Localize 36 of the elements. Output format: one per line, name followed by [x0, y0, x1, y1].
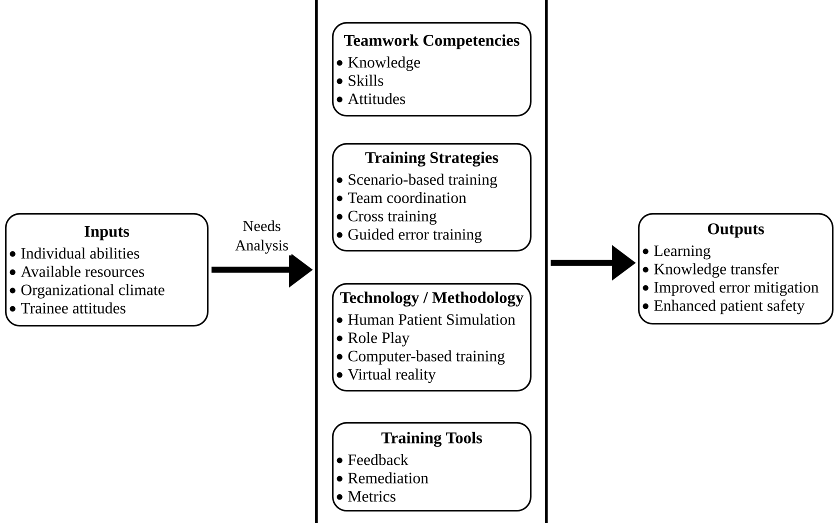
box-heading: Teamwork Competencies	[344, 34, 520, 50]
bullet-item: Guided error training	[336, 228, 482, 243]
process-box	[332, 143, 532, 252]
box-heading: Training Tools	[381, 432, 482, 447]
bullet-item: Human Patient Simulation	[336, 314, 516, 325]
bullet-item: Metrics	[336, 491, 396, 502]
process-box	[332, 422, 532, 512]
bullet-item: Virtual reality	[336, 368, 436, 383]
bullet-item: Scenario-based training	[336, 174, 498, 188]
frame-box	[315, 0, 548, 523]
bullet-item: Learning	[642, 246, 710, 260]
bullet-item: Remediation	[336, 472, 428, 484]
box-heading: Training Strategies	[365, 152, 498, 167]
bullet-item: Skills	[336, 74, 384, 86]
box-heading: Inputs	[84, 226, 130, 240]
bullet-item: Cross training	[336, 210, 437, 225]
bullet-item: Knowledge transfer	[642, 263, 779, 278]
box-heading: Outputs	[708, 223, 764, 238]
process-box	[332, 22, 532, 117]
bullet-item: Improved error mitigation	[642, 282, 819, 296]
bullet-item: Available resources	[10, 266, 144, 277]
edge-label: Needs Analysis	[232, 218, 292, 256]
bullet-item: Individual abilities	[10, 248, 140, 259]
bullet-item: Computer-based training	[336, 350, 505, 365]
bullet-item: Attitudes	[336, 93, 406, 104]
process-box	[5, 213, 209, 327]
bullet-item: Feedback	[336, 454, 408, 466]
bullet-item: Trainee attitudes	[10, 302, 126, 314]
bullet-item: Role Play	[336, 332, 410, 346]
bullet-item: Knowledge	[336, 56, 420, 71]
bullet-item: Team coordination	[336, 192, 466, 204]
process-box	[332, 283, 532, 392]
bullet-item: Organizational climate	[10, 284, 164, 298]
box-heading: Technology / Methodology	[340, 292, 524, 307]
process-box	[638, 213, 834, 325]
bullet-item: Enhanced patient safety	[642, 300, 805, 314]
